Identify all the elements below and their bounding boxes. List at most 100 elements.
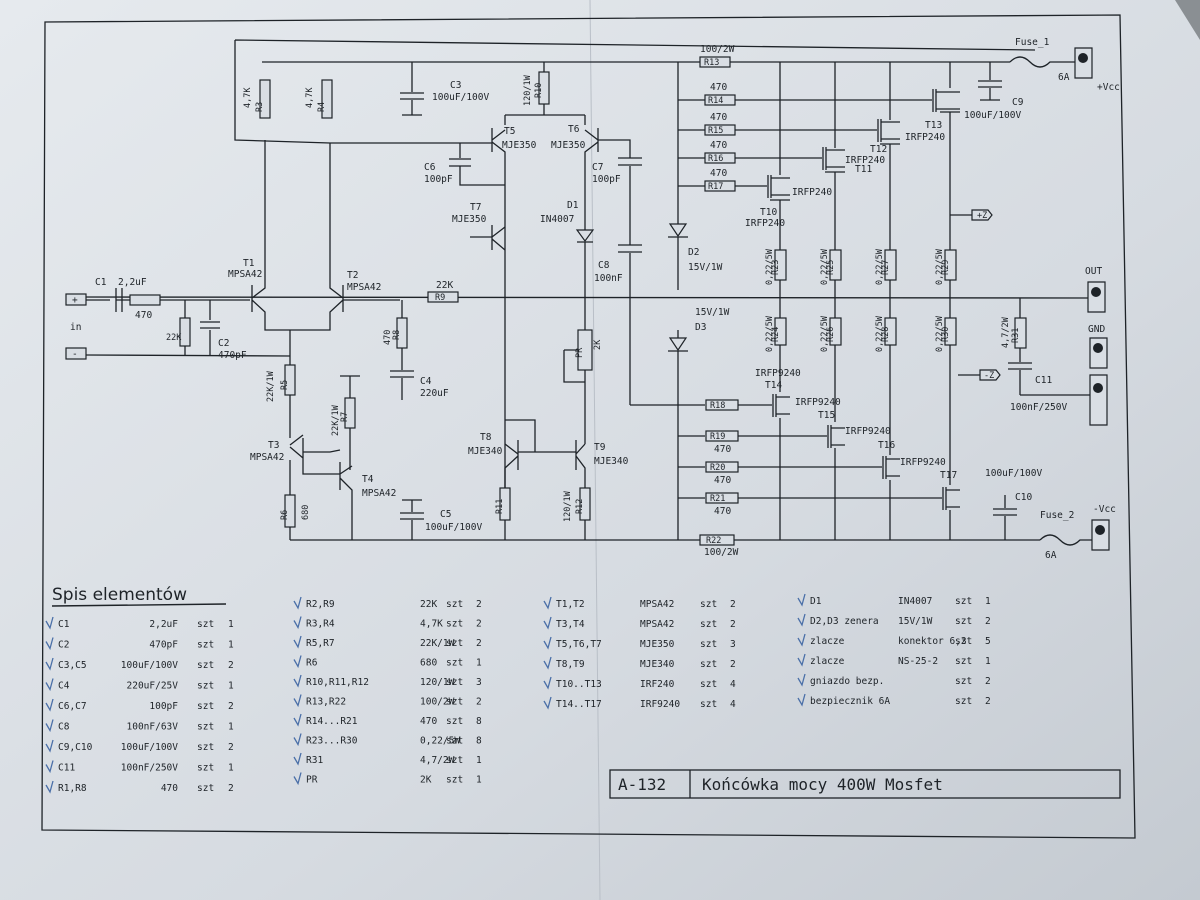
bom-col2-r9-c0: PR (306, 775, 318, 786)
r22-value: 100/2W (704, 547, 739, 558)
check-mark-icon (293, 694, 302, 708)
t16-label: T16 (878, 440, 895, 451)
r1-value: 470 (135, 310, 152, 321)
z-minus-label: -Z (984, 371, 994, 381)
c5-label: C5 (440, 509, 451, 520)
r12-label: R12 (575, 499, 585, 514)
bom-col2-r0-c1: 22K (420, 599, 437, 610)
r31-body (1014, 317, 1027, 349)
bom-col2-r2-c1: 22K/1W (420, 638, 455, 649)
in-minus-label: - (72, 349, 78, 360)
bom-col4-r1-c2: szt (955, 616, 972, 627)
r2-value: 22K (166, 333, 182, 343)
bom-col4-r3-c2: szt (955, 656, 972, 667)
bom-col2-r1-c0: R3,R4 (306, 619, 335, 630)
bom-col3-r0-c0: T1,T2 (556, 599, 585, 610)
r4-body (321, 79, 333, 119)
t15-type: IRFP9240 (795, 397, 841, 408)
fuse2-value: 6A (1045, 550, 1057, 561)
t6-type: MJE350 (551, 140, 586, 151)
bom-col4-r0-c2: szt (955, 596, 972, 607)
r12-value: 120/1W (563, 490, 573, 522)
r7-label: R7 (340, 412, 350, 422)
check-mark-icon (543, 676, 552, 690)
bom-col4-r0-c3: 1 (985, 596, 991, 607)
pr-value: 2K (593, 339, 603, 350)
r9-value: 22K (436, 280, 453, 291)
bom-col2-r0-c2: szt (446, 599, 463, 610)
bom-col3-r3-c1: MJE340 (640, 659, 675, 670)
c3-value: 100uF/100V (432, 92, 489, 103)
check-mark-icon (543, 596, 552, 610)
c4-label: C4 (420, 376, 432, 387)
check-mark-icon (45, 719, 54, 733)
terminals (1074, 47, 1110, 551)
c4-value: 220uF (420, 388, 449, 399)
bom-col4-r5-c3: 2 (985, 696, 991, 707)
d1-symbol (575, 229, 595, 243)
t17-type: IRFP9240 (900, 457, 946, 468)
r5-value: 22K/1W (266, 370, 276, 402)
bom-col1-r0-c2: szt (197, 619, 214, 630)
bom-col2-r0-c0: R2,R9 (306, 599, 335, 610)
r24-label: R24 (771, 327, 781, 342)
r3-value: 4,7K (243, 87, 253, 108)
bom-col4-r4-c3: 2 (985, 676, 991, 687)
t10-label: T10 (760, 207, 777, 218)
bom-col3-r4-c3: 4 (730, 679, 736, 690)
bom-col1-r1-c1: 470pF (149, 640, 178, 651)
bom-col2-r4-c0: R10,R11,R12 (306, 677, 369, 688)
c1-label: C1 (95, 277, 107, 288)
d1-type: IN4007 (540, 214, 574, 225)
d3-symbol (668, 337, 688, 352)
t7-type: MJE350 (452, 214, 487, 225)
drawing-title: Końcówka mocy 400W Mosfet (702, 775, 943, 794)
d3-label: D3 (695, 322, 706, 333)
r13-label: R13 (704, 58, 719, 68)
t14-label: T14 (765, 380, 782, 391)
bom-col2-r9-c1: 2K (420, 775, 432, 786)
bom-col1-r4-c3: 2 (228, 701, 234, 712)
t5-type: MJE350 (502, 140, 537, 151)
bom-col1-r0-c1: 2,2uF (149, 619, 178, 630)
r31-label: R31 (1011, 328, 1021, 343)
bom-col2-r1-c3: 2 (476, 619, 482, 630)
check-mark-icon (45, 657, 54, 671)
t1-type: MPSA42 (228, 269, 262, 280)
r21-value: 470 (714, 506, 731, 517)
bom-col2-r6-c2: szt (446, 716, 463, 727)
bom-col3-r2-c1: MJE350 (640, 639, 675, 650)
bom-col1-r3-c3: 1 (228, 681, 234, 692)
r17-value: 470 (710, 168, 727, 179)
r24-value: 0,22/5W (765, 315, 775, 352)
c7-value: 100pF (592, 174, 621, 185)
c6-value: 100pF (424, 174, 453, 185)
bom-col2-r2-c0: R5,R7 (306, 638, 335, 649)
r28-label: R28 (881, 327, 891, 342)
bom-col3-r4-c0: T10..T13 (556, 679, 602, 690)
check-mark-icon (293, 772, 302, 786)
check-mark-icon (45, 616, 54, 630)
bom-col1-r2-c3: 2 (228, 660, 234, 671)
t17-label: T17 (940, 470, 957, 481)
bom-col3-r0-c1: MPSA42 (640, 599, 674, 610)
bom-col1-r4-c1: 100pF (149, 701, 178, 712)
check-mark-icon (293, 655, 302, 669)
check-mark-icon (45, 780, 54, 794)
t3-type: MPSA42 (250, 452, 284, 463)
check-mark-icon (797, 633, 806, 647)
bom-col3-r3-c0: T8,T9 (556, 659, 585, 670)
vcc-pos-label: +Vcc (1097, 82, 1120, 93)
r20-label: R20 (710, 463, 725, 473)
bom-col2-r2-c2: szt (446, 638, 463, 649)
r14-label: R14 (708, 96, 723, 106)
circuit: + in - C1 2,2uF 470 22K C2 470pF T1 MPSA… (65, 37, 1120, 561)
bom-col4-r4-c0: gniazdo bezp. (810, 676, 884, 687)
bom-col2-r9-c3: 1 (476, 775, 482, 786)
t4-type: MPSA42 (362, 488, 396, 499)
bom-col2-r4-c2: szt (446, 677, 463, 688)
gnd-label: GND (1088, 324, 1105, 335)
bom-col2-r1-c2: szt (446, 619, 463, 630)
